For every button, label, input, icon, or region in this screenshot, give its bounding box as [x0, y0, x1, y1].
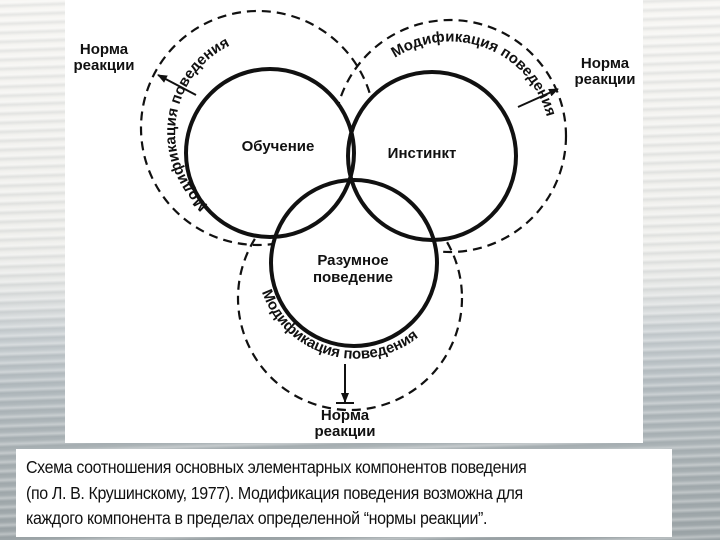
node-label-instinct: Инстинкт: [388, 145, 457, 162]
norm-label-left-line1: Норма: [80, 41, 129, 58]
circle-learning: [184, 67, 356, 239]
arrow-left-icon: [157, 74, 197, 96]
norm-label-right-line1: Норма: [581, 55, 630, 72]
caption-line-3: каждого компонента в пределах определенн…: [26, 508, 488, 528]
behavior-components-diagram: Модификация поведения Модификация поведе…: [73, 9, 636, 440]
caption-line-1: Схема соотношения основных элементарных …: [26, 457, 527, 477]
diagram-panel: Модификация поведения Модификация поведе…: [65, 0, 643, 443]
norm-label-bottom-line2: реакции: [314, 423, 375, 440]
norm-label-left-line2: реакции: [73, 57, 134, 74]
caption-panel: Схема соотношения основных элементарных …: [16, 449, 672, 537]
node-label-learning: Обучение: [242, 138, 315, 155]
node-label-reasoning-line1: Разумное: [317, 252, 388, 269]
node-label-reasoning-line2: поведение: [313, 269, 393, 286]
caption-line-2: (по Л. В. Крушинскому, 1977). Модификаци…: [26, 482, 523, 503]
caption-text: Схема соотношения основных элементарных …: [26, 455, 621, 532]
circle-reasoning: [269, 178, 439, 348]
arrow-right-icon: [517, 88, 559, 108]
norm-label-right-line2: реакции: [574, 71, 635, 88]
norm-label-bottom-line1: Норма: [321, 407, 370, 424]
